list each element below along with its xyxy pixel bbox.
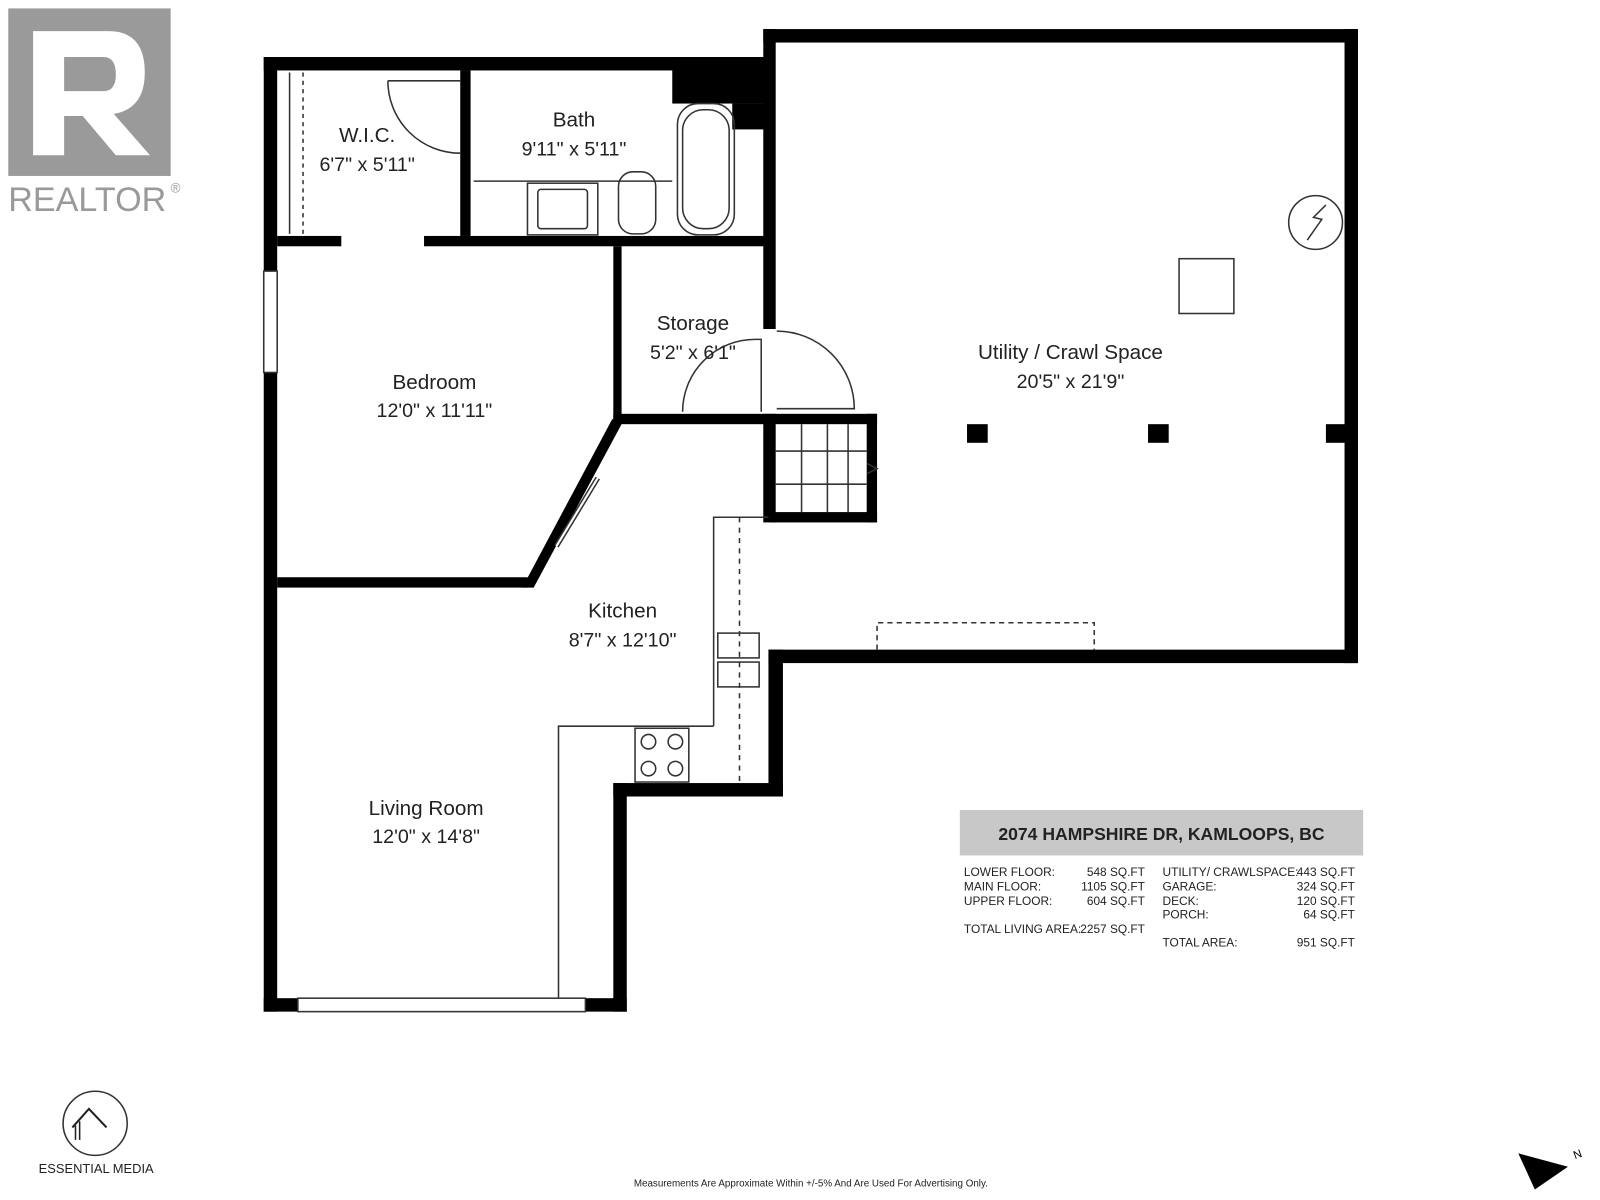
svg-text:9'11" x 5'11": 9'11" x 5'11"	[522, 138, 627, 160]
room-label-wic: W.I.C. 6'7" x 5'11"	[319, 124, 414, 176]
svg-text:951 SQ.FT: 951 SQ.FT	[1297, 935, 1355, 949]
svg-text:DECK:: DECK:	[1163, 894, 1199, 908]
svg-text:2257 SQ.FT: 2257 SQ.FT	[1080, 922, 1145, 936]
svg-text:W.I.C.: W.I.C.	[339, 124, 395, 147]
svg-text:ESSENTIAL MEDIA: ESSENTIAL MEDIA	[39, 1161, 154, 1176]
room-label-storage: Storage 5'2" x 6'1"	[650, 312, 736, 364]
room-label-utility: Utility / Crawl Space 20'5" x 21'9"	[978, 341, 1163, 393]
svg-text:N: N	[1572, 1148, 1584, 1162]
svg-text:12'0" x 14'8": 12'0" x 14'8"	[372, 826, 480, 848]
svg-text:324 SQ.FT: 324 SQ.FT	[1297, 880, 1355, 894]
room-label-bedroom: Bedroom 12'0" x 11'11"	[377, 371, 493, 422]
svg-text:UTILITY/ CRAWLSPACE:: UTILITY/ CRAWLSPACE:	[1163, 865, 1299, 879]
svg-text:20'5" x 21'9": 20'5" x 21'9"	[1017, 371, 1125, 393]
svg-text:6'7" x 5'11": 6'7" x 5'11"	[319, 154, 414, 176]
room-label-bath: Bath 9'11" x 5'11"	[522, 108, 627, 160]
svg-text:8'7" x 12'10": 8'7" x 12'10"	[569, 630, 677, 652]
room-label-living-room: Living Room 12'0" x 14'8"	[369, 797, 484, 848]
svg-text:REALTOR: REALTOR	[8, 181, 166, 219]
svg-text:548 SQ.FT: 548 SQ.FT	[1087, 865, 1145, 879]
svg-text:Living Room: Living Room	[369, 797, 484, 820]
svg-text:Bedroom: Bedroom	[392, 371, 476, 394]
svg-text:UPPER FLOOR:: UPPER FLOOR:	[964, 894, 1052, 908]
svg-text:Storage: Storage	[657, 312, 729, 335]
realtor-logo: REALTOR ®	[8, 8, 181, 219]
svg-text:Utility / Crawl Space: Utility / Crawl Space	[978, 341, 1163, 364]
svg-text:GARAGE:: GARAGE:	[1163, 880, 1217, 894]
svg-text:TOTAL AREA:: TOTAL AREA:	[1163, 935, 1238, 949]
svg-text:TOTAL LIVING AREA:: TOTAL LIVING AREA:	[964, 922, 1081, 936]
svg-text:5'2" x 6'1": 5'2" x 6'1"	[650, 342, 736, 364]
svg-text:120 SQ.FT: 120 SQ.FT	[1297, 894, 1355, 908]
svg-text:2074 HAMPSHIRE DR, KAMLOOPS, B: 2074 HAMPSHIRE DR, KAMLOOPS, BC	[998, 824, 1325, 844]
room-label-kitchen: Kitchen 8'7" x 12'10"	[569, 600, 677, 652]
svg-text:LOWER FLOOR:: LOWER FLOOR:	[964, 865, 1055, 879]
area-summary-table: 2074 HAMPSHIRE DR, KAMLOOPS, BC LOWER FL…	[959, 809, 1364, 949]
svg-text:MAIN FLOOR:: MAIN FLOOR:	[964, 880, 1041, 894]
essential-media-logo: ESSENTIAL MEDIA	[39, 1090, 154, 1176]
svg-text:Bath: Bath	[553, 108, 596, 131]
fixtures	[262, 72, 1344, 1013]
svg-text:Kitchen: Kitchen	[588, 600, 657, 623]
svg-text:443 SQ.FT: 443 SQ.FT	[1297, 865, 1355, 879]
svg-text:®: ®	[171, 181, 181, 196]
disclaimer: Measurements Are Approximate Within +/-5…	[634, 1178, 988, 1189]
svg-text:1105 SQ.FT: 1105 SQ.FT	[1081, 880, 1145, 894]
compass-icon: N	[1518, 1148, 1584, 1190]
svg-text:12'0" x 11'11": 12'0" x 11'11"	[377, 400, 493, 422]
svg-text:604 SQ.FT: 604 SQ.FT	[1087, 894, 1145, 908]
svg-text:PORCH:: PORCH:	[1163, 908, 1209, 922]
svg-text:64 SQ.FT: 64 SQ.FT	[1303, 908, 1354, 922]
